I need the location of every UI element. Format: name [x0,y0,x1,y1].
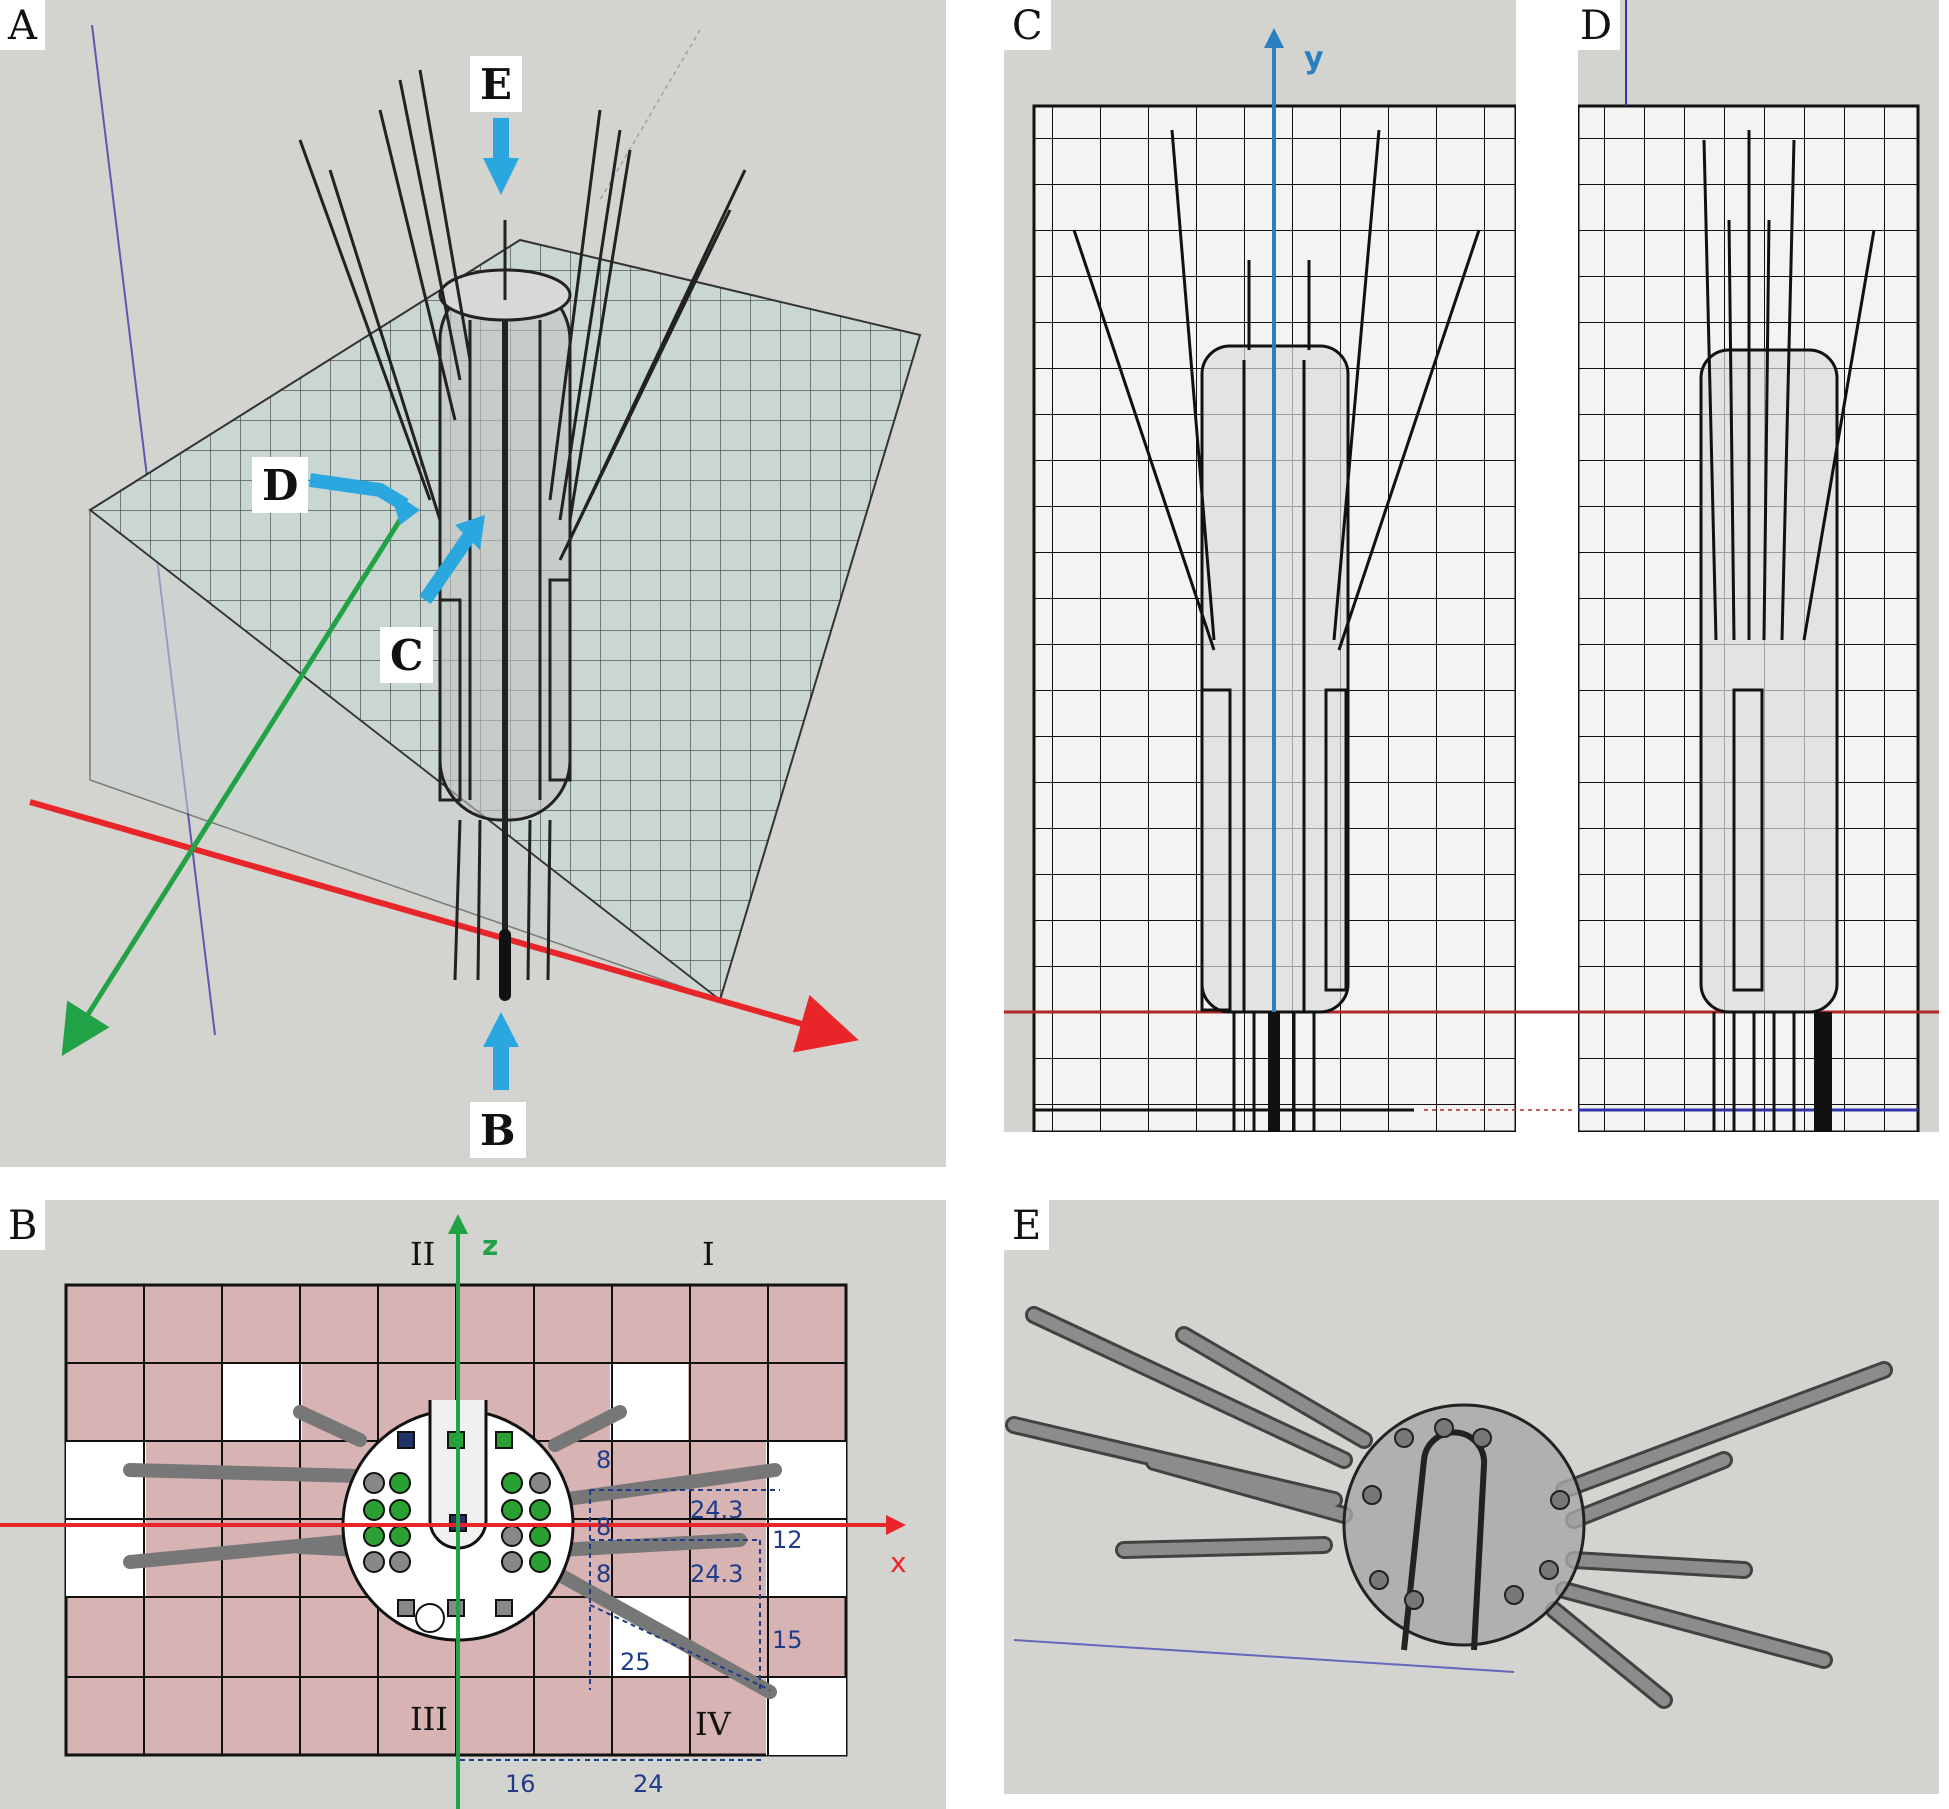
green-z-axis [61,518,403,1057]
view-arrow-b [483,1012,519,1090]
panel-a-drawing [29,24,922,1090]
dim-8-mid: 8 [596,1513,611,1541]
quadrant-ii: II [410,1235,435,1273]
dim-15: 15 [772,1626,803,1654]
callout-d: D [252,457,309,513]
e-holes [1362,1418,1570,1610]
device-side-view [1699,130,1876,1132]
view-arrow-e [483,118,519,195]
callout-e: E [470,56,523,112]
quadrant-iv: IV [695,1705,732,1743]
view-arrow-c [419,531,476,604]
b-x-label: x [890,1546,907,1579]
panel-a: A E D C B [0,0,946,1167]
dim-8-low: 8 [596,1560,611,1588]
b-electrodes [363,1431,551,1617]
implant-device [298,69,747,1000]
dim-12: 12 [772,1526,803,1554]
dim-24: 24 [633,1770,664,1798]
callout-b: B [470,1102,526,1158]
panel-b-drawing: z x II I III IV 8 8 8 24.3 24.3 12 15 25… [0,1214,907,1809]
panel-e: E [1004,1200,1939,1794]
dim-16: 16 [505,1770,536,1798]
panel-c-drawing: y [1004,0,1939,1132]
quadrant-i: I [702,1235,715,1273]
panel-c: y C D [1004,0,1939,1132]
panel-label-c: C [1004,0,1051,50]
callout-c: C [380,627,434,683]
e-device-disk [1342,1403,1586,1647]
b-dimension-lines [460,1489,780,1761]
dim-8-top: 8 [596,1446,611,1474]
panel-label-d: D [1572,0,1621,50]
e-needle-fill [1008,1309,1890,1706]
y-axis-label: y [1304,41,1324,76]
dim-25: 25 [620,1648,651,1676]
red-x-axis [29,799,859,1053]
dim-24-3-top: 24.3 [690,1496,743,1524]
panel-label-b: B [0,1200,46,1250]
panel-b: z x II I III IV 8 8 8 24.3 24.3 12 15 25… [0,1200,946,1809]
quadrant-iii: III [410,1700,448,1738]
panel-label-e: E [1004,1200,1050,1250]
dim-24-3-low: 24.3 [690,1560,743,1588]
panel-e-drawing [1005,1306,1893,1709]
b-z-label: z [482,1229,498,1262]
panel-label-a: A [0,0,45,50]
